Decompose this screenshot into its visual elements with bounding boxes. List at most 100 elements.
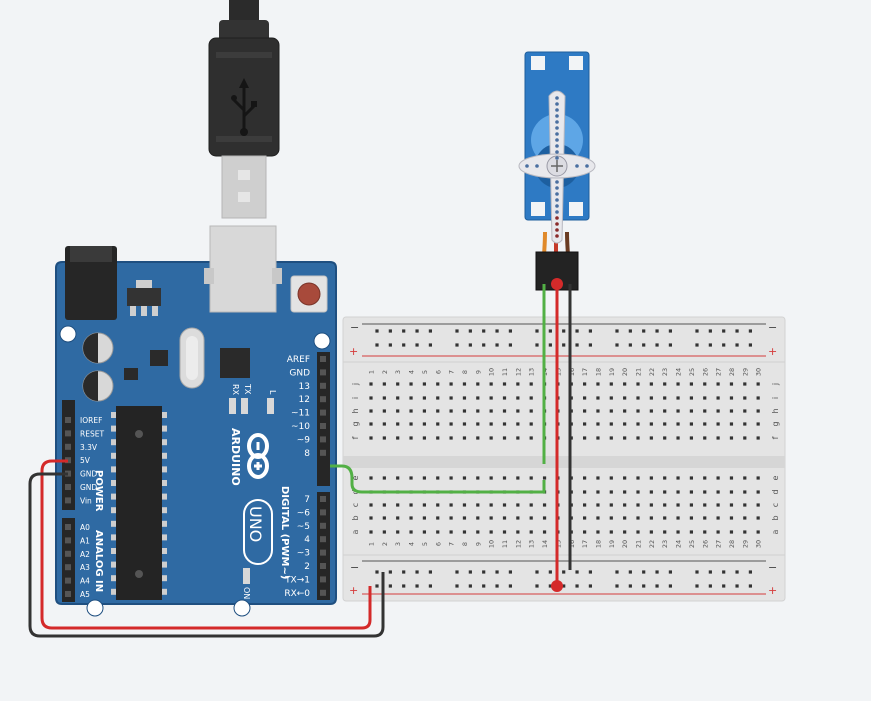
breadboard-hole[interactable] <box>583 422 587 426</box>
breadboard-hole[interactable] <box>436 476 440 480</box>
breadboard-hole[interactable] <box>502 396 507 400</box>
rail-hole[interactable] <box>642 329 646 333</box>
breadboard-hole[interactable] <box>369 516 373 520</box>
breadboard-hole[interactable] <box>743 476 747 480</box>
breadboard-hole[interactable] <box>756 530 760 534</box>
breadboard-hole[interactable] <box>623 490 627 494</box>
rail-hole[interactable] <box>615 570 619 574</box>
rail-hole[interactable] <box>588 343 592 347</box>
breadboard-hole[interactable] <box>516 409 520 413</box>
header-socket[interactable] <box>320 589 326 596</box>
header-socket[interactable] <box>320 522 326 529</box>
rail-hole[interactable] <box>428 570 432 574</box>
breadboard-hole[interactable] <box>529 436 533 440</box>
rail-hole[interactable] <box>588 329 592 333</box>
breadboard-hole[interactable] <box>663 436 667 440</box>
breadboard-hole[interactable] <box>636 382 640 386</box>
header-socket[interactable] <box>65 443 71 450</box>
breadboard-hole[interactable] <box>396 503 400 507</box>
breadboard-hole[interactable] <box>596 516 600 520</box>
breadboard-hole[interactable] <box>382 503 386 507</box>
breadboard-hole[interactable] <box>609 503 613 507</box>
rail-hole[interactable] <box>668 584 672 588</box>
rail-hole[interactable] <box>562 329 566 333</box>
rail-hole[interactable] <box>642 584 646 588</box>
header-socket[interactable] <box>65 417 71 423</box>
rail-hole[interactable] <box>455 570 459 574</box>
breadboard-hole[interactable] <box>716 476 720 480</box>
breadboard-hole[interactable] <box>436 530 440 534</box>
rail-hole[interactable] <box>548 329 552 333</box>
breadboard-hole[interactable] <box>743 396 747 400</box>
breadboard-hole[interactable] <box>609 516 613 520</box>
breadboard-hole[interactable] <box>743 409 747 413</box>
rail-hole[interactable] <box>615 584 619 588</box>
breadboard-hole[interactable] <box>516 396 520 400</box>
header-socket[interactable] <box>65 484 71 490</box>
breadboard-hole[interactable] <box>489 382 493 386</box>
breadboard-hole[interactable] <box>649 409 653 413</box>
breadboard-hole[interactable] <box>663 503 667 507</box>
breadboard-hole[interactable] <box>369 422 373 426</box>
breadboard-hole[interactable] <box>716 382 720 386</box>
breadboard-hole[interactable] <box>676 409 680 413</box>
header-socket[interactable] <box>320 549 326 556</box>
rail-hole[interactable] <box>735 584 739 588</box>
breadboard-hole[interactable] <box>676 503 680 507</box>
breadboard-hole[interactable] <box>583 503 587 507</box>
breadboard-hole[interactable] <box>409 422 413 426</box>
breadboard-hole[interactable] <box>729 476 734 480</box>
breadboard-hole[interactable] <box>756 409 760 413</box>
breadboard-hole[interactable] <box>422 436 426 440</box>
rail-hole[interactable] <box>428 343 432 347</box>
breadboard-hole[interactable] <box>716 503 720 507</box>
breadboard-hole[interactable] <box>636 476 640 480</box>
rail-hole[interactable] <box>748 343 752 347</box>
rail-hole[interactable] <box>402 329 406 333</box>
breadboard-hole[interactable] <box>583 382 587 386</box>
breadboard-hole[interactable] <box>436 396 440 400</box>
breadboard-hole[interactable] <box>676 476 680 480</box>
rail-hole[interactable] <box>548 584 552 588</box>
breadboard-hole[interactable] <box>422 530 426 534</box>
rail-hole[interactable] <box>748 329 752 333</box>
breadboard-hole[interactable] <box>636 503 640 507</box>
breadboard-hole[interactable] <box>462 422 467 426</box>
rail-hole[interactable] <box>495 570 499 574</box>
breadboard-hole[interactable] <box>743 516 747 520</box>
breadboard-hole[interactable] <box>636 530 640 534</box>
rail-hole[interactable] <box>575 343 579 347</box>
breadboard-hole[interactable] <box>689 382 693 386</box>
header-socket[interactable] <box>320 382 326 389</box>
breadboard-hole[interactable] <box>529 422 533 426</box>
rail-hole[interactable] <box>468 343 472 347</box>
breadboard-hole[interactable] <box>596 396 600 400</box>
breadboard-hole[interactable] <box>716 516 720 520</box>
breadboard-hole[interactable] <box>623 382 627 386</box>
breadboard-hole[interactable] <box>436 422 440 426</box>
breadboard-hole[interactable] <box>422 422 426 426</box>
breadboard-hole[interactable] <box>462 476 467 480</box>
breadboard-hole[interactable] <box>382 516 386 520</box>
header-socket[interactable] <box>65 430 71 437</box>
breadboard-hole[interactable] <box>583 516 587 520</box>
breadboard-hole[interactable] <box>663 409 667 413</box>
breadboard-hole[interactable] <box>449 382 453 386</box>
breadboard-hole[interactable] <box>396 382 400 386</box>
breadboard-hole[interactable] <box>649 516 653 520</box>
header-socket[interactable] <box>65 550 71 557</box>
breadboard-hole[interactable] <box>382 396 386 400</box>
rail-hole[interactable] <box>708 584 712 588</box>
breadboard-hole[interactable] <box>436 409 440 413</box>
breadboard-hole[interactable] <box>489 436 493 440</box>
breadboard-hole[interactable] <box>462 503 467 507</box>
breadboard-hole[interactable] <box>369 503 373 507</box>
breadboard-hole[interactable] <box>462 409 467 413</box>
breadboard-hole[interactable] <box>369 396 373 400</box>
breadboard-hole[interactable] <box>583 409 587 413</box>
breadboard-hole[interactable] <box>689 516 693 520</box>
breadboard-hole[interactable] <box>462 396 467 400</box>
wire-5v-to-rail[interactable] <box>40 459 372 630</box>
rail-hole[interactable] <box>468 570 472 574</box>
rail-hole[interactable] <box>415 584 419 588</box>
